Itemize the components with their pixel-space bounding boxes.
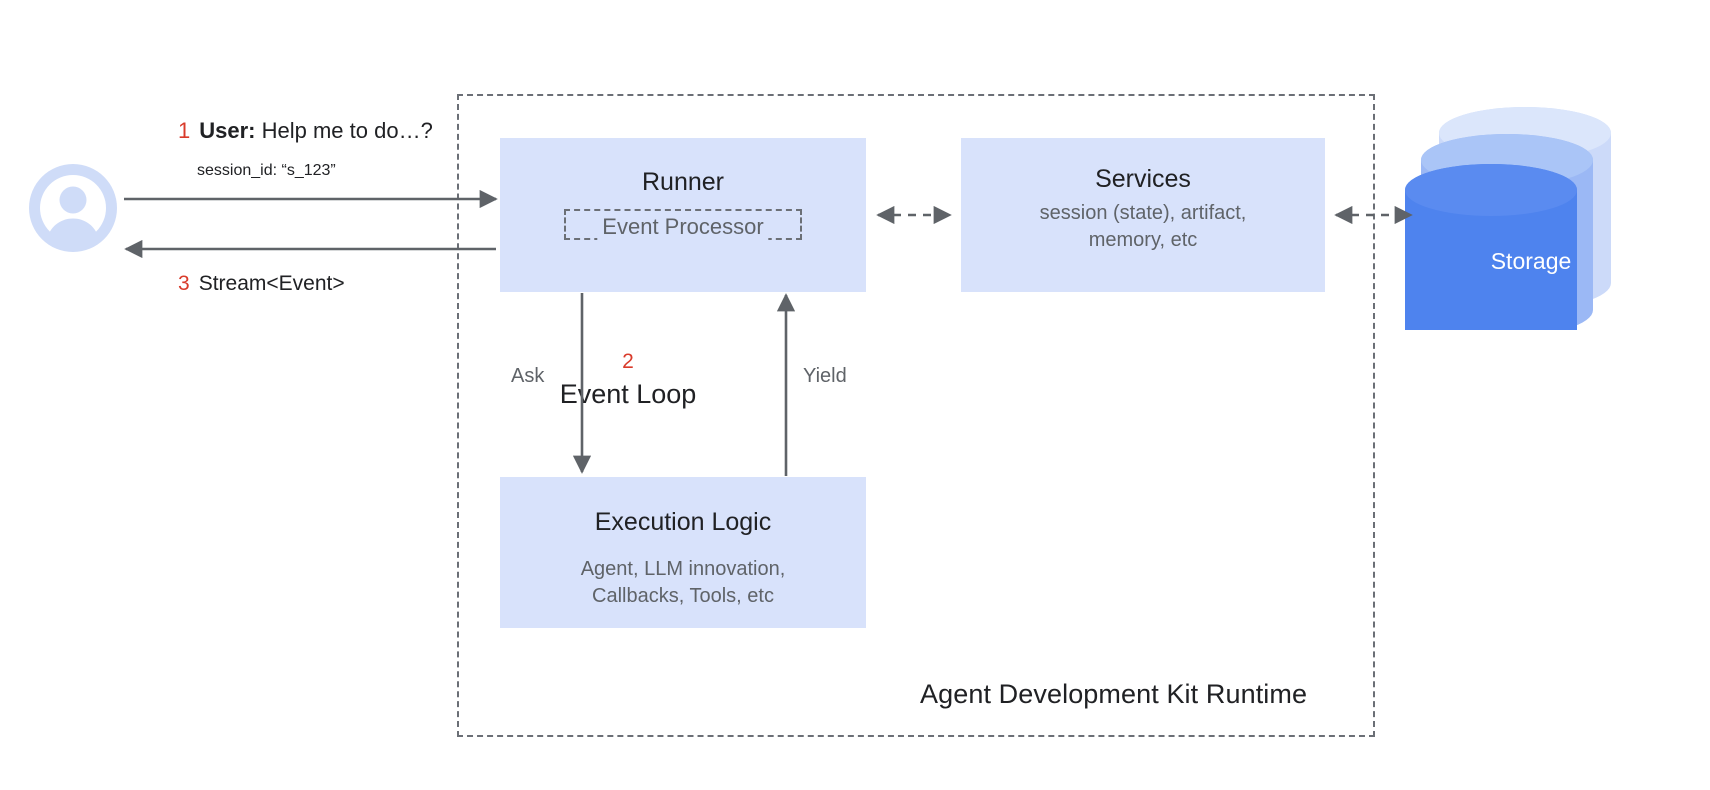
event-processor-node[interactable]: Event Processor [564, 209, 802, 240]
services-subtitle-line-2: memory, etc [1088, 229, 1198, 251]
step-3-response-label: 3 Stream<Event> [178, 272, 345, 296]
ask-arrow-label: Ask [511, 365, 545, 387]
storage-cylinder-front [1405, 164, 1577, 366]
execution-logic-title: Execution Logic [594, 508, 772, 536]
step-1-number: 1 [178, 118, 191, 143]
execution-logic-subtitle-line-1: Agent, LLM innovation, [580, 558, 786, 580]
event-loop-number: 2 [622, 350, 634, 373]
adk-runtime-boundary [457, 94, 1375, 737]
step-1-request-label: 1 User: Help me to do…? [178, 118, 433, 144]
step-1-actor: User: [199, 118, 256, 143]
yield-arrow-label: Yield [803, 365, 847, 387]
runtime-title-label: Agent Development Kit Runtime [920, 679, 1308, 709]
step-1-text: Help me to do…? [261, 118, 433, 143]
step-3-text: Stream<Event> [198, 272, 345, 295]
services-title: Services [1095, 165, 1191, 193]
services-subtitle: session (state), artifact, memory, etc [1040, 200, 1247, 254]
services-subtitle-line-1: session (state), artifact, [1039, 202, 1247, 224]
user-avatar-icon [29, 164, 117, 252]
execution-logic-subtitle-line-2: Callbacks, Tools, etc [592, 585, 774, 607]
execution-logic-node[interactable]: Execution Logic Agent, LLM innovation, C… [500, 477, 866, 628]
event-processor-label: Event Processor [597, 213, 769, 240]
storage-node[interactable]: Storage [1405, 100, 1673, 366]
services-node[interactable]: Services session (state), artifact, memo… [961, 138, 1325, 292]
runner-title: Runner [642, 168, 724, 196]
step-3-number: 3 [178, 272, 190, 295]
runner-node[interactable]: Runner Event Processor [500, 138, 866, 292]
execution-logic-subtitle: Agent, LLM innovation, Callbacks, Tools,… [581, 556, 786, 610]
session-id-label: session_id: “s_123” [197, 162, 336, 179]
event-loop-title: Event Loop [559, 379, 697, 409]
